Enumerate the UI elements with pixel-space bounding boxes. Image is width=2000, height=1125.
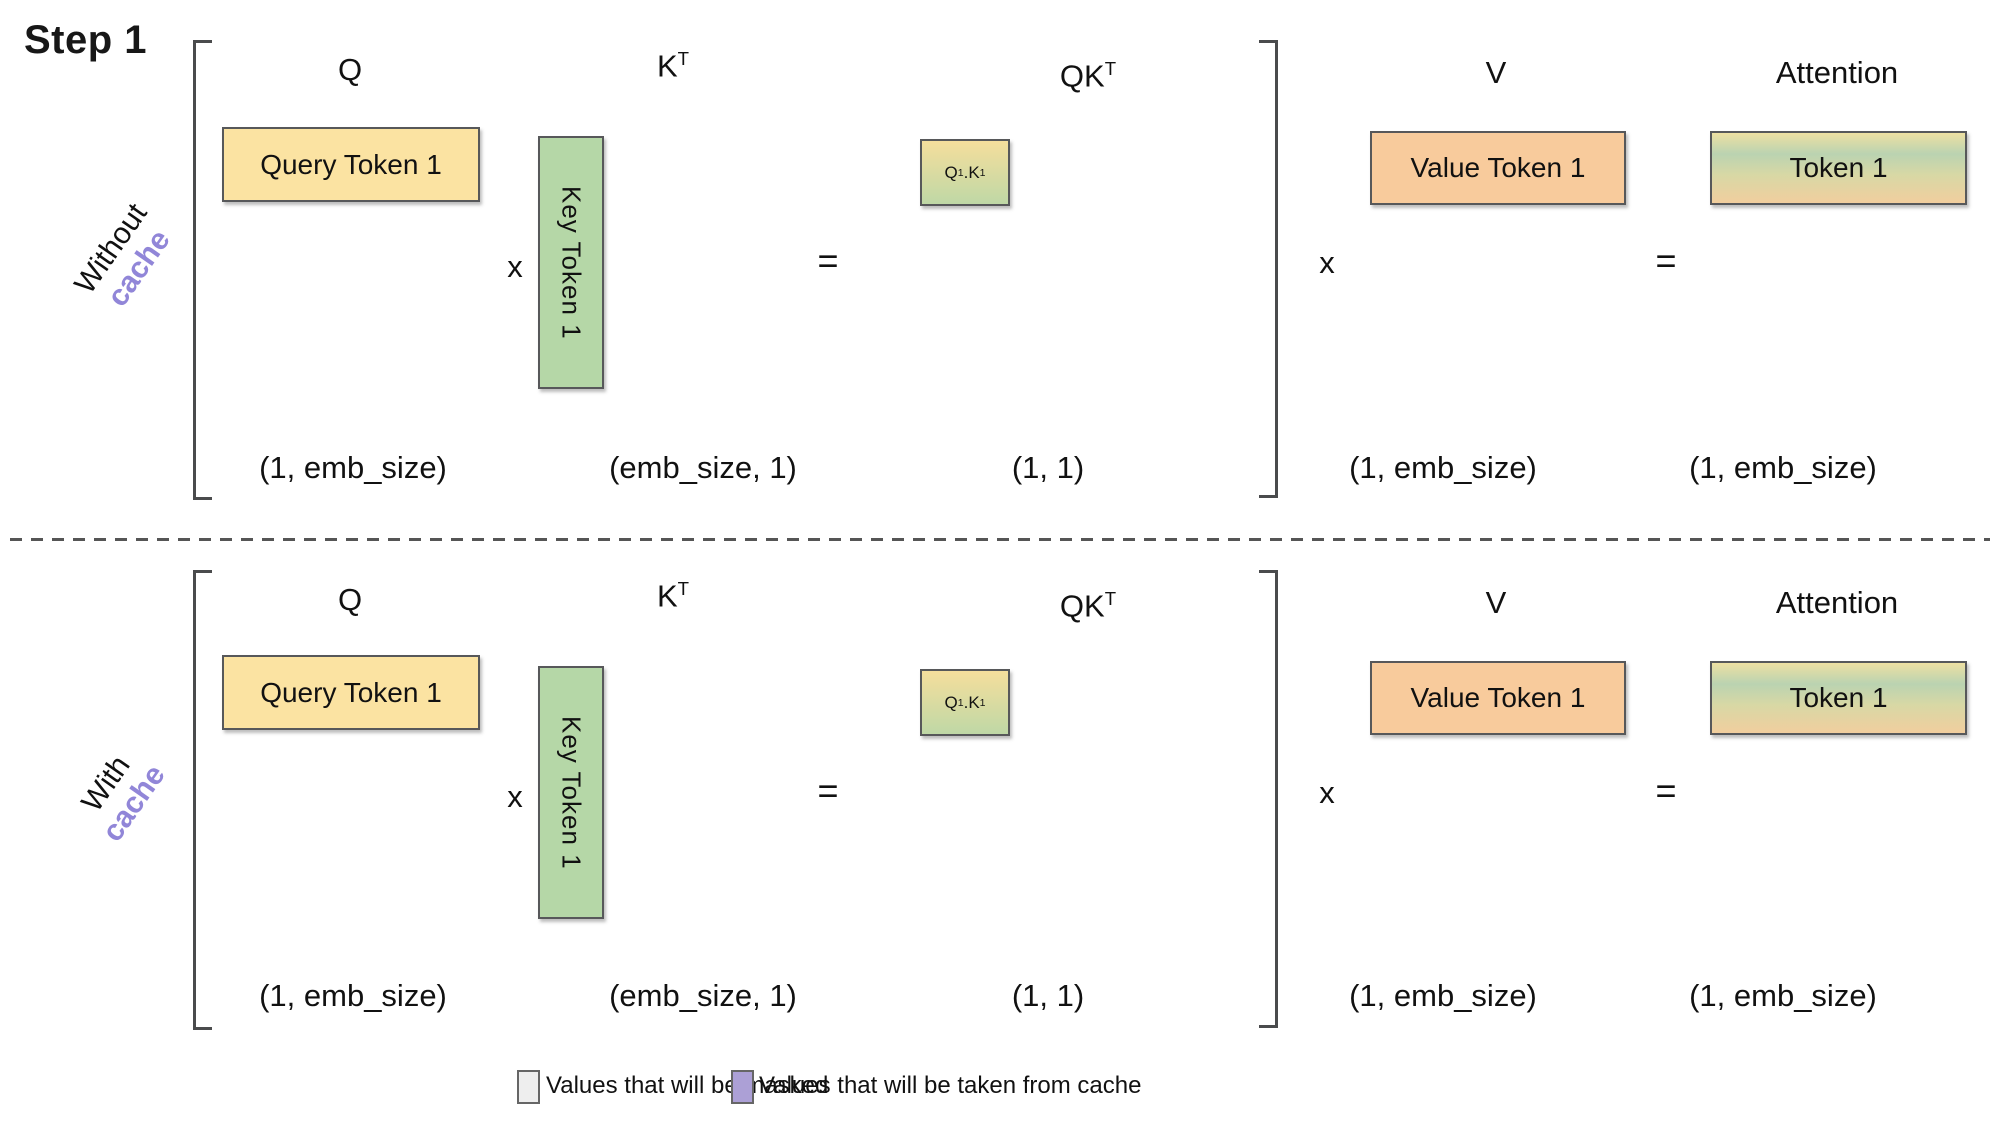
- multiply-operator-v: x: [1319, 245, 1335, 280]
- dim-label-q: (1, emb_size): [259, 978, 447, 1013]
- qk-k-sub: 1: [979, 166, 986, 179]
- dim-label-qkt: (1, 1): [1011, 450, 1085, 485]
- equals-operator-qk: =: [817, 770, 839, 811]
- equals-operator-attn: =: [1655, 770, 1677, 811]
- value-token-box: Value Token 1: [1370, 131, 1626, 205]
- dim-label-v: (1, emb_size): [1349, 450, 1537, 485]
- value-token-label: Value Token 1: [1410, 152, 1586, 183]
- multiply-operator-qk: x: [507, 779, 523, 814]
- qk-q-sub: 1: [957, 696, 964, 709]
- attention-token-label: Token 1: [1789, 682, 1888, 713]
- attention-token-label: Token 1: [1789, 152, 1888, 183]
- col-label-q: Q: [337, 582, 363, 617]
- close-bracket: [1259, 570, 1278, 1028]
- row-label-without-cache: Without cache: [43, 162, 207, 356]
- dim-label-q: (1, emb_size): [259, 450, 447, 485]
- dim-label-v: (1, emb_size): [1349, 978, 1537, 1013]
- col-label-qkt: QKT: [1028, 58, 1148, 94]
- dim-label-qkt: (1, 1): [1011, 978, 1085, 1013]
- qkt-base: QK: [1059, 588, 1105, 624]
- equals-operator-attn: =: [1655, 240, 1677, 281]
- col-label-attention: Attention: [1775, 55, 1899, 90]
- col-label-attention: Attention: [1775, 585, 1899, 620]
- legend-cache-swatch: [731, 1070, 754, 1104]
- equals-operator-qk: =: [817, 240, 839, 281]
- qk-q-sub: 1: [957, 166, 964, 179]
- query-token-box: Query Token 1: [222, 127, 480, 202]
- key-token-box: Key Token 1: [538, 136, 604, 389]
- legend-masked-swatch: [517, 1070, 540, 1104]
- col-label-q: Q: [337, 52, 363, 87]
- qk-k: K: [968, 692, 980, 712]
- qk-k: K: [968, 162, 980, 182]
- qk-q: Q: [944, 692, 958, 712]
- col-label-v: V: [1485, 55, 1507, 90]
- dim-label-kt: (emb_size, 1): [609, 978, 797, 1013]
- kt-superscript: T: [677, 578, 690, 599]
- dashed-divider: [10, 538, 1990, 541]
- value-token-label: Value Token 1: [1410, 682, 1586, 713]
- col-label-v: V: [1485, 585, 1507, 620]
- col-label-kt: KT: [613, 48, 733, 84]
- key-token-box: Key Token 1: [538, 666, 604, 919]
- query-token-label: Query Token 1: [260, 148, 442, 180]
- close-bracket: [1259, 40, 1278, 498]
- legend-masked-label: Values that will be masked: [546, 1072, 829, 1099]
- col-label-qkt: QKT: [1028, 588, 1148, 624]
- qkt-superscript: T: [1104, 58, 1117, 79]
- qkt-base: QK: [1059, 58, 1105, 94]
- multiply-operator-qk: x: [507, 249, 523, 284]
- dim-label-kt: (emb_size, 1): [609, 450, 797, 485]
- value-token-box: Value Token 1: [1370, 661, 1626, 735]
- step-title: Step 1: [24, 18, 148, 62]
- key-token-label: Key Token 1: [556, 715, 587, 870]
- query-token-label: Query Token 1: [260, 676, 442, 708]
- legend-cache-label: Values that will be taken from cache: [759, 1072, 1142, 1099]
- kt-base: K: [656, 578, 678, 614]
- dim-label-attention: (1, emb_size): [1689, 978, 1877, 1013]
- dim-label-attention: (1, emb_size): [1689, 450, 1877, 485]
- qk-dot: .: [963, 162, 969, 182]
- row-label-with-cache: With cache: [38, 697, 202, 891]
- qk-k-sub: 1: [979, 696, 986, 709]
- attention-token-box: Token 1: [1710, 661, 1967, 735]
- kt-superscript: T: [677, 48, 690, 69]
- qkt-superscript: T: [1104, 588, 1117, 609]
- key-token-label: Key Token 1: [556, 185, 587, 340]
- query-token-box: Query Token 1: [222, 655, 480, 730]
- multiply-operator-v: x: [1319, 775, 1335, 810]
- qk-q: Q: [944, 162, 958, 182]
- col-label-kt: KT: [613, 578, 733, 614]
- qk-dot: .: [963, 692, 969, 712]
- open-bracket: [193, 570, 212, 1030]
- attention-token-box: Token 1: [1710, 131, 1967, 205]
- kt-base: K: [656, 48, 678, 84]
- open-bracket: [193, 40, 212, 500]
